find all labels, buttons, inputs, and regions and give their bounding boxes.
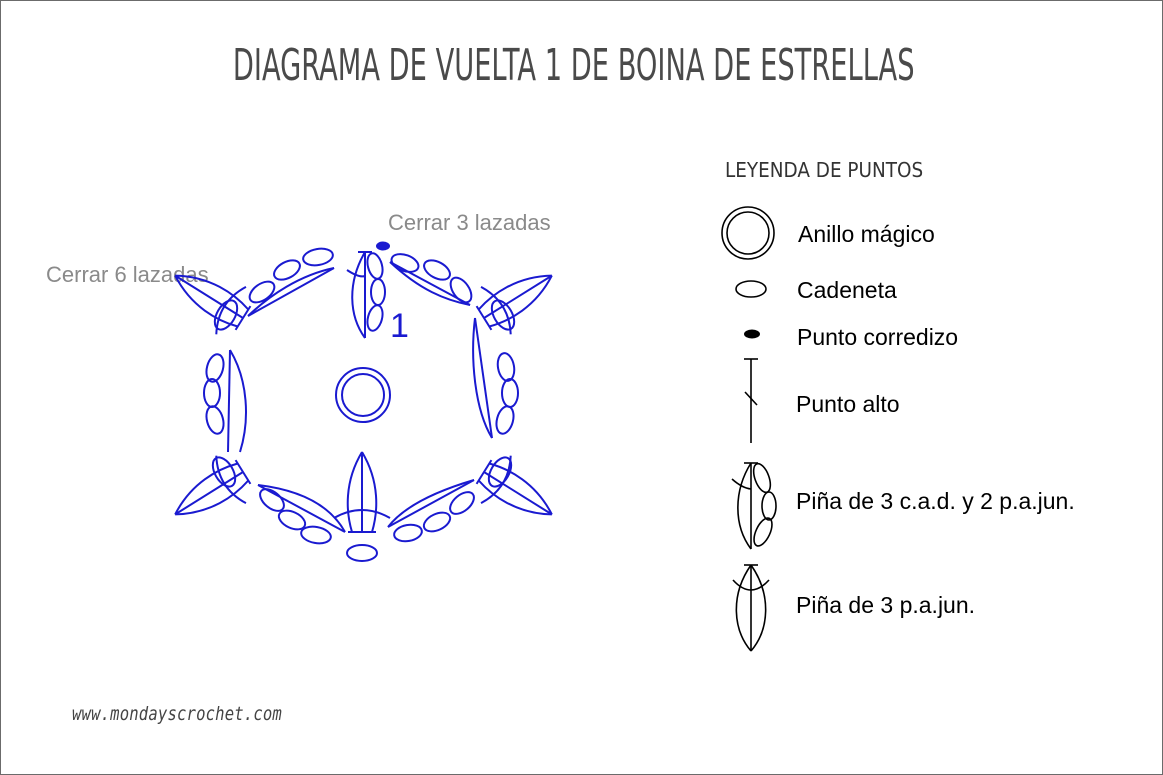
round-number: 1 (390, 307, 409, 345)
slip-stitch-icon (376, 241, 390, 251)
legend-double-crochet-icon (744, 358, 758, 443)
legend-label-double-crochet: Punto alto (796, 391, 900, 417)
legend-label-cluster-3ch-2dc: Piña de 3 c.a.d. y 2 p.a.jun. (796, 488, 1075, 514)
legend-magic-ring-icon (721, 206, 775, 260)
legend-title: LEYENDA DE PUNTOS (725, 158, 924, 182)
legend-label-cluster-3dc: Piña de 3 p.a.jun. (796, 592, 976, 618)
legend-chain-icon (735, 280, 767, 298)
legend-cluster-3dc-icon (732, 564, 770, 652)
legend-label-chain: Cadeneta (797, 277, 897, 303)
legend-label-slip-stitch: Punto corredizo (797, 324, 959, 350)
magic-ring-icon (335, 367, 391, 423)
note-close-6-loops: Cerrar 6 lazadas (46, 262, 209, 287)
page-title: DIAGRAMA DE VUELTA 1 DE BOINA DE ESTRELL… (232, 40, 915, 91)
note-close-3-loops: Cerrar 3 lazadas (388, 210, 551, 235)
legend-cluster-3ch-2dc-icon (731, 462, 777, 550)
legend-slip-stitch-icon (744, 329, 760, 339)
legend-label-magic-ring: Anillo mágico (798, 221, 935, 247)
website-url: www.mondayscrochet.com (72, 703, 282, 725)
